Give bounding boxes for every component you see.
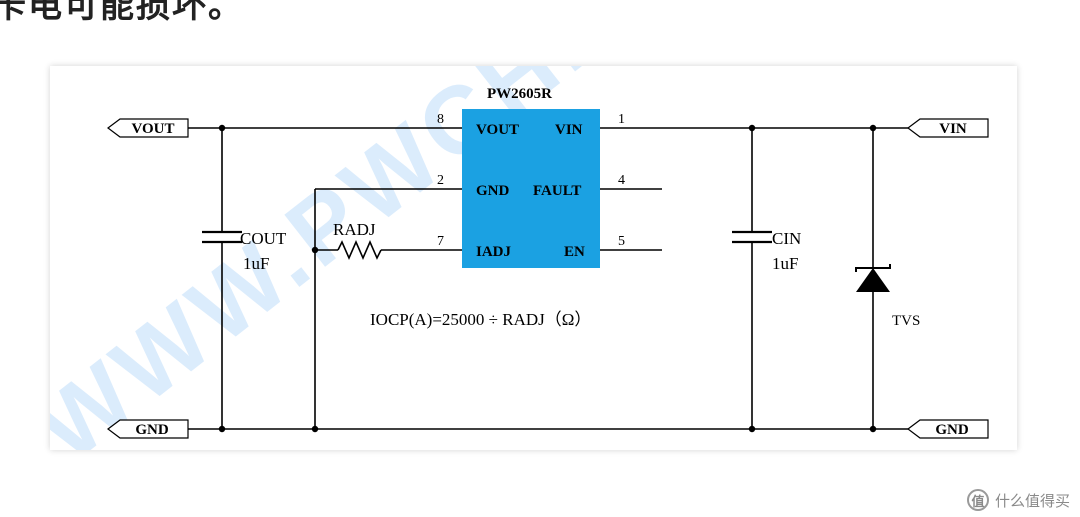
port-vout-label: VOUT [131,121,174,137]
tvs-name: TVS [892,313,920,329]
port-vin-shape [907,118,989,138]
footer-site-name: 什么值得买 [994,491,1070,510]
tvs-diode-symbol [855,264,891,292]
port-gnd-left-shape [107,419,189,439]
chip-pin-vin-label: VIN [555,122,583,138]
chip-pin-en-label: EN [564,244,585,260]
header-partial-text: 卡电可能损坏。 [0,0,244,26]
schematic-card: WWW.PWCHIP.COM [50,66,1017,450]
chip-pin-vin-number: 1 [618,112,625,127]
chip-body [462,109,600,268]
cout-value: 1uF [243,254,269,273]
chip-pin-fault-label: FAULT [533,183,581,199]
chip-pin-vout-number: 8 [437,112,444,127]
chip-pin-fault-number: 4 [618,173,625,188]
port-vout-shape [107,118,189,138]
junction-dots [218,124,877,433]
chip-pin-gnd-label: GND [476,183,510,199]
cout-name: COUT [240,229,287,248]
cin-value: 1uF [772,254,798,273]
port-gnd-right-label: GND [935,422,969,438]
capacitor-plates [202,230,772,244]
port-gnd-left-label: GND [135,422,169,438]
chip-pin-en-number: 5 [618,234,625,249]
chip-name: PW2605R [487,86,552,102]
chip-pin-vout-label: VOUT [476,122,519,138]
schematic-diagram: WWW.PWCHIP.COM [50,66,989,450]
port-gnd-right-shape [907,419,989,439]
chip-pin-iadj-number: 7 [437,234,444,249]
chip-pin-gnd-number: 2 [437,173,444,188]
iocp-formula: IOCP(A)=25000 ÷ RADJ（Ω） [370,310,591,329]
smzdm-logo-icon: 值 [966,489,989,511]
port-vin-label: VIN [939,121,967,137]
radj-name: RADJ [333,220,376,239]
footer-watermark: 值 什么值得买 [966,489,1070,511]
chip-pin-iadj-label: IADJ [476,244,512,260]
cin-name: CIN [772,229,801,248]
